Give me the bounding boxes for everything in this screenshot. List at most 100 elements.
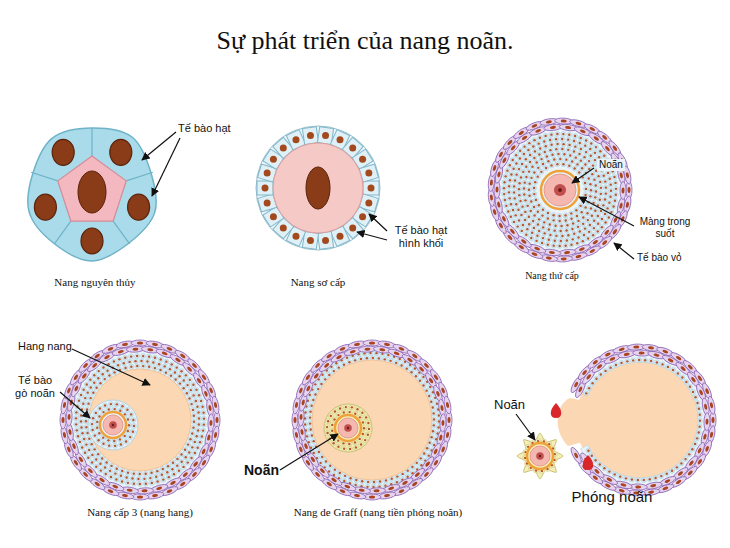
granulosa-cell xyxy=(603,191,608,196)
granulosa-cell xyxy=(190,431,195,436)
granulosa-cell xyxy=(123,365,128,370)
theca-nucleus xyxy=(141,489,147,492)
cell-nucleus xyxy=(203,417,205,419)
cell-nucleus xyxy=(587,237,589,239)
granulosa-cell xyxy=(143,481,148,486)
cell-nucleus xyxy=(114,472,116,474)
theca-nucleus xyxy=(648,346,654,350)
cell-nucleus xyxy=(332,442,334,444)
cell-nucleus xyxy=(519,157,521,159)
granulosa-cell xyxy=(361,426,366,431)
cell-nucleus xyxy=(79,441,81,443)
cell-nucleus xyxy=(607,172,609,174)
theca-nucleus xyxy=(384,342,390,346)
cell-nucleus xyxy=(395,362,397,364)
granulosa-cell xyxy=(170,460,175,465)
granulosa-cell xyxy=(131,423,136,428)
granulosa-cell xyxy=(147,354,152,359)
granulosa-cell xyxy=(179,369,184,374)
cell-nucleus xyxy=(113,440,115,442)
cell-nucleus xyxy=(514,197,516,199)
cell-nucleus xyxy=(359,156,366,163)
granulosa-cell xyxy=(124,475,129,480)
granulosa-cell xyxy=(553,223,558,228)
granulosa-cell xyxy=(569,216,574,221)
cell-nucleus xyxy=(615,194,617,196)
cell-nucleus xyxy=(337,136,344,143)
cell-nucleus xyxy=(356,408,358,410)
theca-nucleus xyxy=(441,420,444,426)
granulosa-cell xyxy=(545,216,550,221)
cell-nucleus xyxy=(399,358,401,360)
cell-nucleus xyxy=(313,440,315,442)
cell-nucleus xyxy=(139,473,141,475)
cell-nucleus xyxy=(329,465,331,467)
nucleolus xyxy=(558,188,562,192)
cell-nucleus xyxy=(156,480,158,482)
cell-nucleus xyxy=(644,359,646,361)
cell-nucleus xyxy=(192,426,194,428)
cell-nucleus xyxy=(361,412,363,414)
cell-nucleus xyxy=(547,160,549,162)
cell-nucleus xyxy=(521,205,523,207)
cell-nucleus xyxy=(584,194,586,196)
cell-nucleus xyxy=(89,378,91,380)
granulosa-cell xyxy=(563,213,568,218)
secondary-follicle xyxy=(487,117,632,262)
granulosa-cell xyxy=(183,373,188,378)
granulosa-cell xyxy=(583,192,588,197)
cell-nucleus xyxy=(595,184,597,186)
cell-nucleus xyxy=(199,441,201,443)
theca-nucleus xyxy=(331,477,338,483)
granulosa-cell xyxy=(191,413,196,418)
granulosa-cell xyxy=(529,175,534,180)
cell-nucleus xyxy=(538,230,540,232)
cell-nucleus xyxy=(599,199,601,201)
cell-nucleus xyxy=(583,156,585,158)
cell-nucleus xyxy=(102,373,104,375)
cell-nucleus xyxy=(600,210,602,212)
granulosa-cell xyxy=(161,477,166,482)
theca-nucleus xyxy=(497,171,501,178)
theca-nucleus xyxy=(621,188,624,194)
cell-nucleus xyxy=(108,374,110,376)
granulosa-cell xyxy=(79,413,84,418)
granulosa-cell xyxy=(522,186,527,191)
cell-nucleus xyxy=(513,191,515,193)
cell-nucleus xyxy=(545,167,547,169)
cell-nucleus xyxy=(637,479,639,481)
theca-nucleus xyxy=(209,420,212,426)
cell-nucleus xyxy=(547,212,549,214)
primordial-follicle xyxy=(28,128,157,261)
cell-nucleus xyxy=(551,154,553,156)
granulosa-cell xyxy=(532,149,537,154)
theca-nucleus xyxy=(398,489,405,494)
granulosa-cell xyxy=(511,166,516,171)
cell-nucleus xyxy=(349,448,351,450)
granulosa-cell xyxy=(191,419,196,424)
granulosa-cell xyxy=(348,446,353,451)
granulosa-cell xyxy=(579,210,584,215)
cell-nucleus xyxy=(124,413,126,415)
granulosa-cell xyxy=(360,410,365,415)
cell-nucleus xyxy=(198,423,200,425)
cell-nucleus xyxy=(120,443,122,445)
theca-nucleus xyxy=(294,432,298,438)
cell-nucleus xyxy=(567,138,569,140)
cell-nucleus xyxy=(78,399,80,401)
cell-nucleus xyxy=(422,384,424,386)
cell-nucleus xyxy=(594,210,596,212)
granulosa-cell xyxy=(593,189,598,194)
cell-nucleus xyxy=(523,187,525,189)
cell-nucleus xyxy=(541,214,543,216)
granulosa-cell xyxy=(537,217,542,222)
cell-nucleus xyxy=(355,446,357,448)
granulosa-cell xyxy=(93,410,98,415)
theca-nucleus xyxy=(579,129,586,134)
cell-nucleus xyxy=(590,189,592,191)
theca-nucleus xyxy=(66,446,71,453)
theca-nucleus xyxy=(201,459,207,466)
cell-nucleus xyxy=(525,158,527,160)
cell-nucleus xyxy=(81,432,83,434)
